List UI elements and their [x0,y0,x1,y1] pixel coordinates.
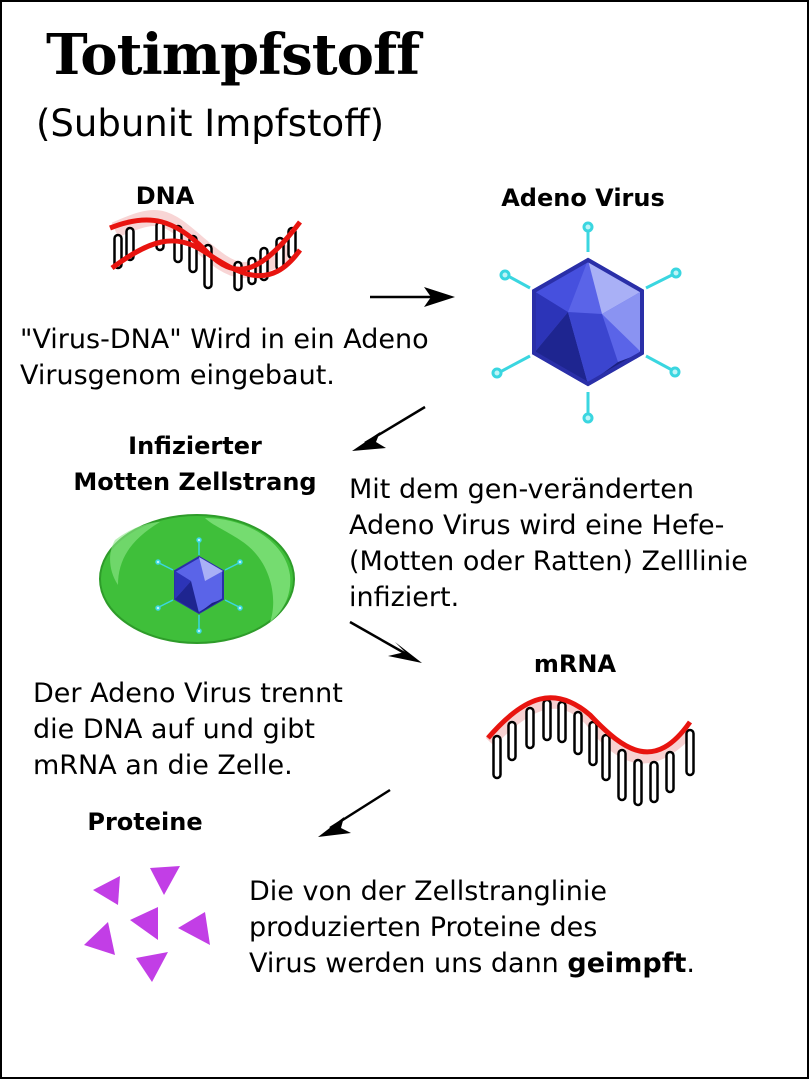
base-pair [155,220,165,252]
base-pair [665,750,675,794]
step4-line: Virus werden uns dann geimpft. [249,946,695,982]
step3-line: die DNA auf und gibt [33,714,315,745]
page-title: Totimpfstoff [46,22,420,88]
base-pair [685,728,695,777]
base-pair [588,720,598,767]
base-pair [633,758,643,807]
dna-icon [109,210,303,292]
arrow-icon [318,788,391,837]
mrna-icon [485,695,695,807]
proteine-heading: Proteine [87,808,203,836]
base-pair [557,700,567,744]
base-pair [507,720,517,762]
base-pair [542,698,552,742]
mrna-heading: mRNA [533,650,617,678]
step4-text: Die von der Zellstranglinie produzierten… [249,874,695,982]
adeno-virus-icon [491,221,682,424]
step2-text: Mit dem gen-veränderten Adeno Virus wird… [349,472,748,616]
base-pair [601,733,611,782]
step4-line3-text: Virus werden uns dann [249,948,568,979]
base-pair [525,706,535,750]
proteins-icon [84,866,210,982]
step1-line: Virusgenom eingebaut. [20,360,335,391]
page-subtitle: (Subunit Impfstoff) [36,102,385,145]
base-pair [492,734,502,780]
arrow-icon [349,620,422,663]
step4-line: produzierten Proteine des [249,912,598,943]
infected-cell-heading: Infizierter Motten Zellstrang [40,428,350,500]
base-pair [233,260,243,292]
step4-emphasis: geimpft [567,948,687,979]
base-pair [573,710,583,756]
step3-text: Der Adeno Virus trennt die DNA auf und g… [33,676,343,784]
step1-line: "Virus-DNA" Wird in ein Adeno [20,324,429,355]
step4-line3-end: . [686,948,695,979]
adeno-virus-heading: Adeno Virus [501,184,665,212]
infected-heading-line1: Infizierter [128,432,262,460]
step2-line: Adeno Virus wird eine Hefe- [349,510,725,541]
step2-line: infiziert. [349,582,460,613]
step3-line: mRNA an die Zelle. [33,750,293,781]
arrow-icon [370,287,455,307]
step2-line: Mit dem gen-veränderten [349,474,694,505]
step4-line: Die von der Zellstranglinie [249,876,608,907]
step3-line: Der Adeno Virus trennt [33,678,343,709]
arrow-icon [352,405,426,451]
infected-heading-line2: Motten Zellstrang [73,468,317,496]
dna-heading: DNA [135,182,195,210]
mrna-rungs [492,698,695,807]
base-pair [649,760,659,804]
infected-cell-icon [99,514,295,644]
base-pair [617,748,627,802]
step2-line: (Motten oder Ratten) Zelllinie [349,546,748,577]
base-pair [247,256,257,286]
step1-text: "Virus-DNA" Wird in ein Adeno Virusgenom… [20,322,429,394]
